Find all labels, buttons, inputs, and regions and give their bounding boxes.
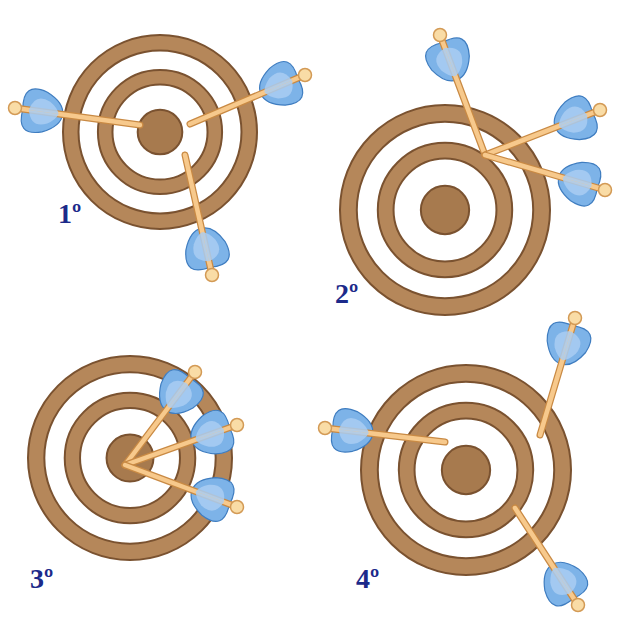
outer-ring [340, 105, 550, 315]
dart [125, 410, 244, 465]
dart-group [9, 29, 612, 612]
dart-shaft-edge [440, 35, 485, 155]
dart-tail [231, 501, 244, 514]
white-ring [44, 372, 215, 543]
middle-ring [399, 403, 533, 537]
order-number: 1º [58, 200, 81, 228]
fletching-highlight [196, 492, 224, 511]
bullseye [138, 110, 183, 155]
fletching-highlight [445, 48, 462, 76]
dart [485, 96, 607, 155]
white-ring [394, 159, 497, 262]
dart-shaft [190, 75, 305, 124]
middle-ring [98, 70, 222, 194]
middle-ring [378, 143, 512, 277]
dart-tail [206, 269, 219, 282]
fletching-highlight [562, 331, 580, 360]
dart-shaft [125, 465, 237, 507]
outer-ring [63, 35, 257, 229]
dart-shaft-edge [540, 318, 575, 435]
dart-tail [299, 69, 312, 82]
dart-shaft-edge [515, 508, 578, 605]
fletching-highlight [169, 383, 192, 408]
dart-tail [231, 419, 244, 432]
dart-tail [594, 104, 607, 117]
dart-tail [189, 366, 202, 379]
fletching-highlight [193, 232, 209, 261]
order-number: 2º [335, 280, 358, 308]
white-ring [112, 84, 207, 179]
dart [125, 465, 244, 521]
fletching-highlight [550, 568, 570, 595]
dart-tail [572, 599, 585, 612]
dart-shaft-edge [125, 425, 237, 465]
order-number: 4º [356, 565, 379, 593]
dart [540, 312, 591, 436]
fletching-highlight [559, 115, 587, 133]
dart-shaft [485, 155, 605, 190]
fletching-highlight [563, 178, 592, 196]
dart [9, 89, 141, 133]
dart [485, 155, 612, 206]
target-group [28, 35, 571, 575]
dart-shaft-edge [485, 155, 605, 190]
bullseye [421, 186, 469, 234]
dart-tail [9, 102, 22, 115]
fletching-highlight [29, 99, 59, 114]
dart-tail [599, 184, 612, 197]
dart-shaft [540, 318, 575, 435]
dart-tail [319, 422, 332, 435]
fletching-highlight [196, 430, 224, 447]
dart [190, 62, 312, 124]
dart-tail [434, 29, 447, 42]
outer-ring [28, 356, 232, 560]
dart [319, 409, 446, 453]
fletching-highlight [265, 81, 293, 99]
dart [426, 29, 485, 156]
dart [185, 155, 229, 282]
dart-tail [569, 312, 582, 325]
dart-shaft [515, 508, 578, 605]
dart-shaft [440, 35, 485, 155]
dart-shaft [125, 425, 237, 465]
dart [515, 508, 588, 612]
white-ring [79, 51, 242, 214]
dart-shaft-edge [125, 465, 237, 507]
order-number: 3º [30, 565, 53, 593]
white-ring [415, 419, 518, 522]
dart-shaft-edge [190, 75, 305, 124]
bullseye [442, 446, 490, 494]
fletching-highlight [339, 418, 369, 433]
